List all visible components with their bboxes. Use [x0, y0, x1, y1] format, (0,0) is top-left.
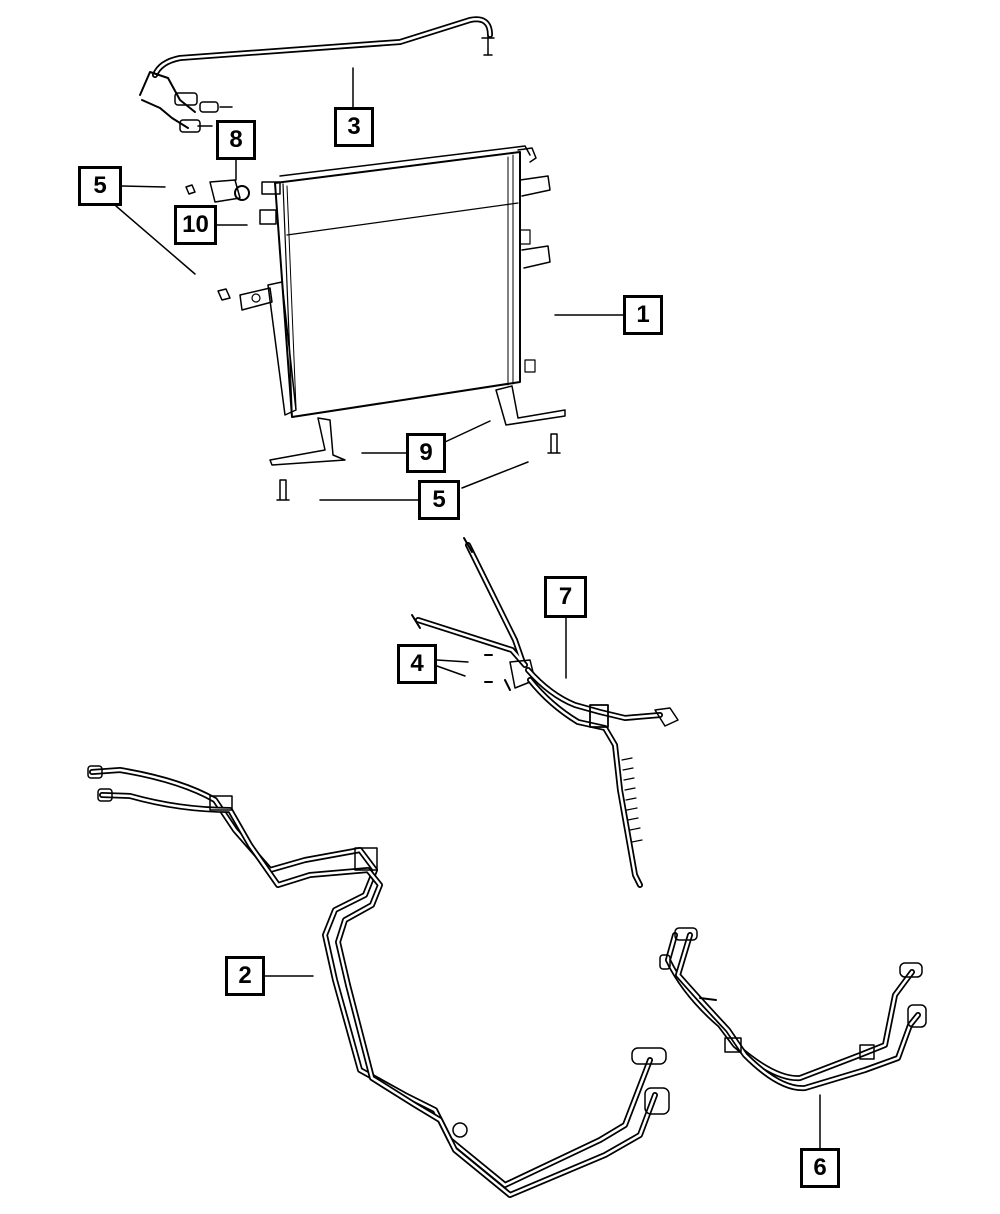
callout-10[interactable]: 10 — [174, 205, 217, 245]
callout-6[interactable]: 6 — [800, 1148, 840, 1188]
compressor-line-part[interactable] — [411, 537, 679, 888]
bolt-parts[interactable] — [185, 184, 561, 501]
callout-2[interactable]: 2 — [225, 956, 265, 996]
callout-1[interactable]: 1 — [623, 295, 663, 335]
liquid-line-part[interactable] — [87, 765, 670, 1198]
condenser-part[interactable] — [209, 145, 566, 466]
aux-line-part[interactable] — [659, 927, 927, 1092]
callout-5-left[interactable]: 5 — [78, 166, 122, 206]
callout-7[interactable]: 7 — [544, 576, 587, 618]
upper-tube-part[interactable] — [139, 16, 495, 133]
callout-9[interactable]: 9 — [406, 433, 446, 473]
leader-lines — [115, 67, 821, 1149]
callout-5-lower[interactable]: 5 — [418, 480, 460, 520]
callout-3[interactable]: 3 — [334, 107, 374, 147]
callout-4[interactable]: 4 — [397, 644, 437, 684]
callout-8[interactable]: 8 — [216, 120, 256, 160]
